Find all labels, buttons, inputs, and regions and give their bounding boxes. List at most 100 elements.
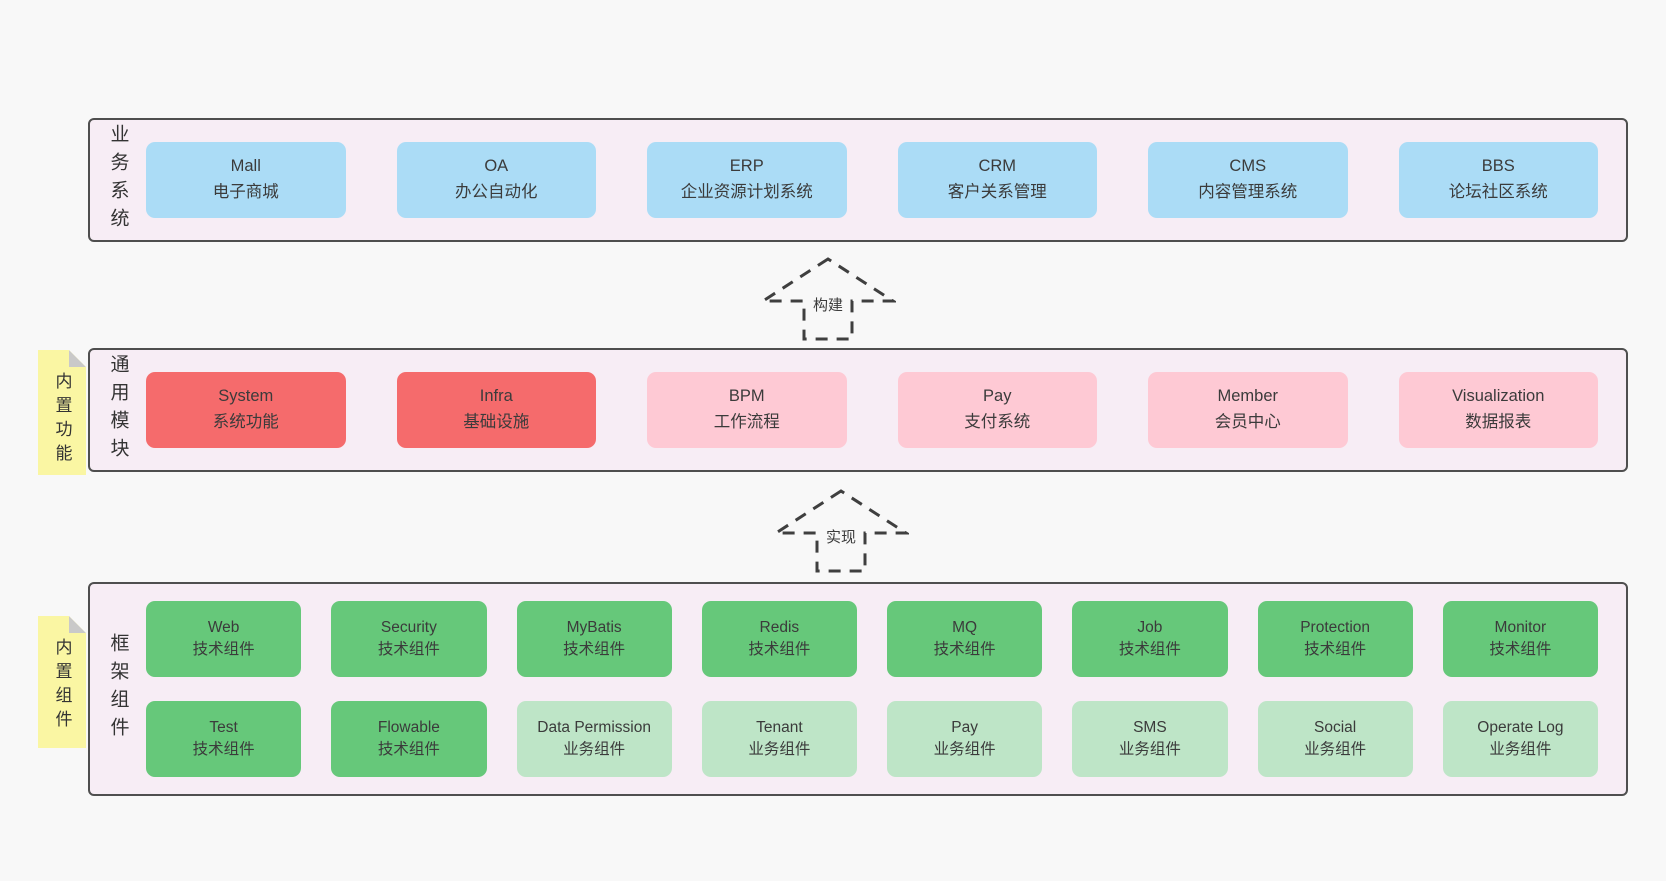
- box-system: System 系统功能: [146, 372, 346, 448]
- box-bbs: BBS 论坛社区系统: [1398, 142, 1598, 218]
- box-name: BPM: [728, 387, 765, 406]
- box-desc: 技术组件: [563, 641, 626, 658]
- box-name: Protection: [1300, 619, 1371, 637]
- box-desc: 系统功能: [212, 413, 279, 431]
- box-bpm: BPM 工作流程: [647, 372, 847, 448]
- layer-label-business-systems: 业务系统: [107, 124, 129, 236]
- box-name: Flowable: [377, 719, 440, 737]
- common-modules-row: System 系统功能 Infra 基础设施 BPM 工作流程 Pay 支付系统…: [146, 350, 1626, 470]
- box-member: Member 会员中心: [1148, 372, 1348, 448]
- box-desc: 技术组件: [377, 741, 440, 758]
- build-arrow: 构建: [760, 256, 896, 342]
- box-name: Tenant: [756, 719, 803, 737]
- box-desc: 工作流程: [713, 413, 780, 431]
- box-desc: 业务组件: [748, 741, 811, 758]
- box-name: Mall: [230, 157, 261, 176]
- implement-arrow: 实现: [773, 488, 909, 574]
- layer-business-systems: 业务系统 Mall 电子商城 OA 办公自动化 ERP 企业资源计划系统 CRM…: [88, 118, 1628, 242]
- box-desc: 支付系统: [964, 413, 1031, 431]
- box-desc: 技术组件: [748, 641, 811, 658]
- box-desc: 企业资源计划系统: [680, 183, 813, 201]
- box-desc: 技术组件: [192, 741, 255, 758]
- box-name: Pay: [983, 387, 1012, 406]
- arrow-up-icon: [773, 489, 909, 573]
- sticky-note-builtin-components: 内置组件: [38, 616, 86, 748]
- box-name: Job: [1137, 619, 1163, 637]
- box-name: Monitor: [1494, 619, 1547, 637]
- box-infra: Infra 基础设施: [396, 372, 596, 448]
- business-systems-row: Mall 电子商城 OA 办公自动化 ERP 企业资源计划系统 CRM 客户关系…: [146, 120, 1626, 240]
- box-pay-component: Pay 业务组件: [887, 701, 1043, 777]
- tech-components-row: Web 技术组件 Security 技术组件 MyBatis 技术组件 Redi…: [146, 601, 1598, 677]
- box-test: Test 技术组件: [146, 701, 302, 777]
- arrow-up-icon: [760, 257, 896, 341]
- box-desc: 业务组件: [1118, 741, 1181, 758]
- box-name: Test: [209, 719, 238, 737]
- box-desc: 电子商城: [212, 183, 279, 201]
- box-name: Visualization: [1452, 387, 1545, 406]
- box-flowable: Flowable 技术组件: [331, 701, 487, 777]
- box-name: Infra: [479, 387, 513, 406]
- box-mall: Mall 电子商城: [146, 142, 346, 218]
- box-desc: 业务组件: [1489, 741, 1552, 758]
- box-name: Web: [207, 619, 240, 637]
- box-social: Social 业务组件: [1257, 701, 1413, 777]
- box-name: System: [218, 387, 274, 406]
- build-arrow-label: 构建: [809, 293, 847, 316]
- box-desc: 办公自动化: [455, 183, 538, 201]
- box-name: OA: [484, 157, 509, 176]
- box-tenant: Tenant 业务组件: [701, 701, 857, 777]
- box-monitor: Monitor 技术组件: [1442, 601, 1598, 677]
- box-desc: 业务组件: [1304, 741, 1367, 758]
- layer-framework-components: 框架组件 Web 技术组件 Security 技术组件 MyBatis 技术组件…: [88, 582, 1628, 796]
- box-name: Redis: [759, 619, 800, 637]
- box-desc: 业务组件: [563, 741, 626, 758]
- sticky-label: 内置组件: [52, 638, 72, 734]
- layer-common-modules: 通用模块 System 系统功能 Infra 基础设施 BPM 工作流程 Pay…: [88, 348, 1628, 472]
- layer-label-framework-components: 框架组件: [107, 633, 129, 745]
- box-desc: 技术组件: [1304, 641, 1367, 658]
- box-job: Job 技术组件: [1072, 601, 1228, 677]
- box-protection: Protection 技术组件: [1257, 601, 1413, 677]
- implement-arrow-label: 实现: [822, 525, 860, 548]
- box-web: Web 技术组件: [146, 601, 302, 677]
- folded-corner-icon: [69, 616, 86, 633]
- box-operate-log: Operate Log 业务组件: [1442, 701, 1598, 777]
- box-desc: 会员中心: [1214, 413, 1281, 431]
- box-mybatis: MyBatis 技术组件: [516, 601, 672, 677]
- box-pay-module: Pay 支付系统: [897, 372, 1097, 448]
- box-name: Data Permission: [537, 719, 651, 737]
- box-desc: 技术组件: [192, 641, 255, 658]
- sticky-note-builtin-features: 内置功能: [38, 350, 86, 475]
- box-name: Member: [1217, 387, 1278, 406]
- box-name: CRM: [978, 157, 1017, 176]
- box-name: Pay: [951, 719, 978, 737]
- biz-components-row: Test 技术组件 Flowable 技术组件 Data Permission …: [146, 701, 1598, 777]
- box-desc: 业务组件: [933, 741, 996, 758]
- sticky-label: 内置功能: [52, 372, 72, 468]
- box-redis: Redis 技术组件: [701, 601, 857, 677]
- box-name: MQ: [952, 619, 978, 637]
- box-cms: CMS 内容管理系统: [1148, 142, 1348, 218]
- box-name: CMS: [1229, 157, 1267, 176]
- box-oa: OA 办公自动化: [396, 142, 596, 218]
- box-desc: 内容管理系统: [1198, 183, 1298, 201]
- box-desc: 技术组件: [1489, 641, 1552, 658]
- box-visualization: Visualization 数据报表: [1398, 372, 1598, 448]
- layer-label-common-modules: 通用模块: [107, 354, 129, 466]
- box-desc: 基础设施: [463, 413, 530, 431]
- framework-components-rows: Web 技术组件 Security 技术组件 MyBatis 技术组件 Redi…: [146, 584, 1626, 794]
- box-desc: 技术组件: [933, 641, 996, 658]
- box-name: BBS: [1481, 157, 1515, 176]
- box-name: SMS: [1133, 719, 1167, 737]
- box-mq: MQ 技术组件: [887, 601, 1043, 677]
- box-sms: SMS 业务组件: [1072, 701, 1228, 777]
- box-security: Security 技术组件: [331, 601, 487, 677]
- box-name: ERP: [729, 157, 764, 176]
- box-desc: 论坛社区系统: [1448, 183, 1548, 201]
- box-data-permission: Data Permission 业务组件: [516, 701, 672, 777]
- box-desc: 客户关系管理: [947, 183, 1047, 201]
- box-name: Security: [380, 619, 437, 637]
- box-name: Operate Log: [1477, 719, 1564, 737]
